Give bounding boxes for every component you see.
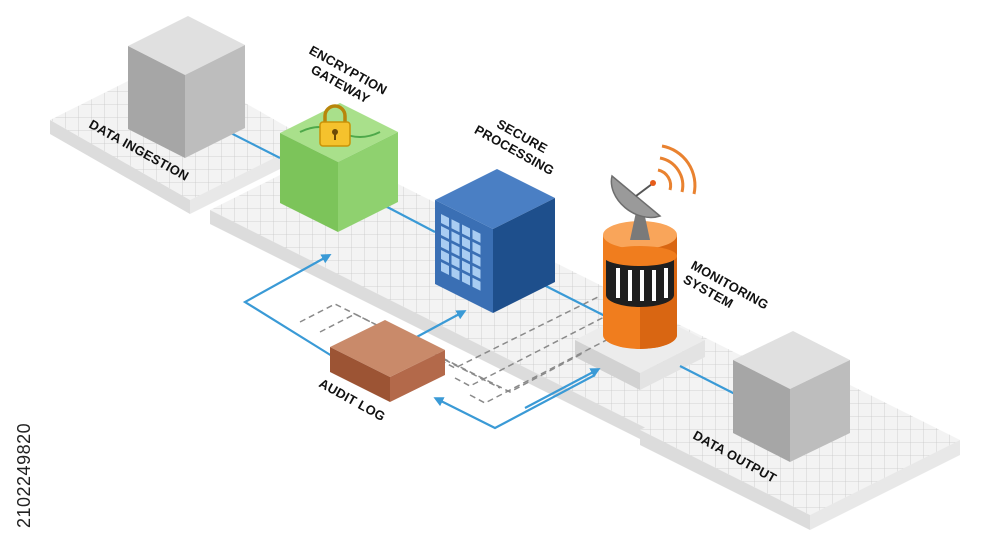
processing-window [441,250,449,263]
stock-id-text: 2102249820 [14,423,34,528]
processing-window [462,248,470,262]
processing-window [451,231,460,245]
data-ingestion-block [128,16,245,158]
label-secure-processing: SECURE PROCESSING [472,116,557,178]
processing-window [472,265,481,279]
label-monitoring-system: MONITORING SYSTEM [681,258,771,313]
processing-window [462,236,470,250]
processing-window [472,253,481,267]
processing-window [451,219,460,233]
processing-window [451,255,460,269]
processing-window [441,238,449,251]
audit-log-block [330,320,445,402]
processing-window [441,226,449,239]
satellite-dish-icon [610,144,697,240]
processing-window [441,214,449,227]
processing-window [462,260,470,274]
padlock-icon [319,104,351,147]
data-output-block [733,331,850,462]
processing-window [441,262,449,275]
label-encryption-gateway: ENCRYPTION GATEWAY [307,42,390,106]
processing-window [462,272,470,286]
processing-window [451,243,460,257]
processing-window [472,241,481,255]
processing-windows [441,214,481,291]
processing-window [451,267,460,281]
processing-window [462,224,470,238]
processing-window [472,229,481,243]
processing-window [472,277,481,291]
secure-processing-block [435,169,555,313]
monitoring-tower [603,221,677,349]
